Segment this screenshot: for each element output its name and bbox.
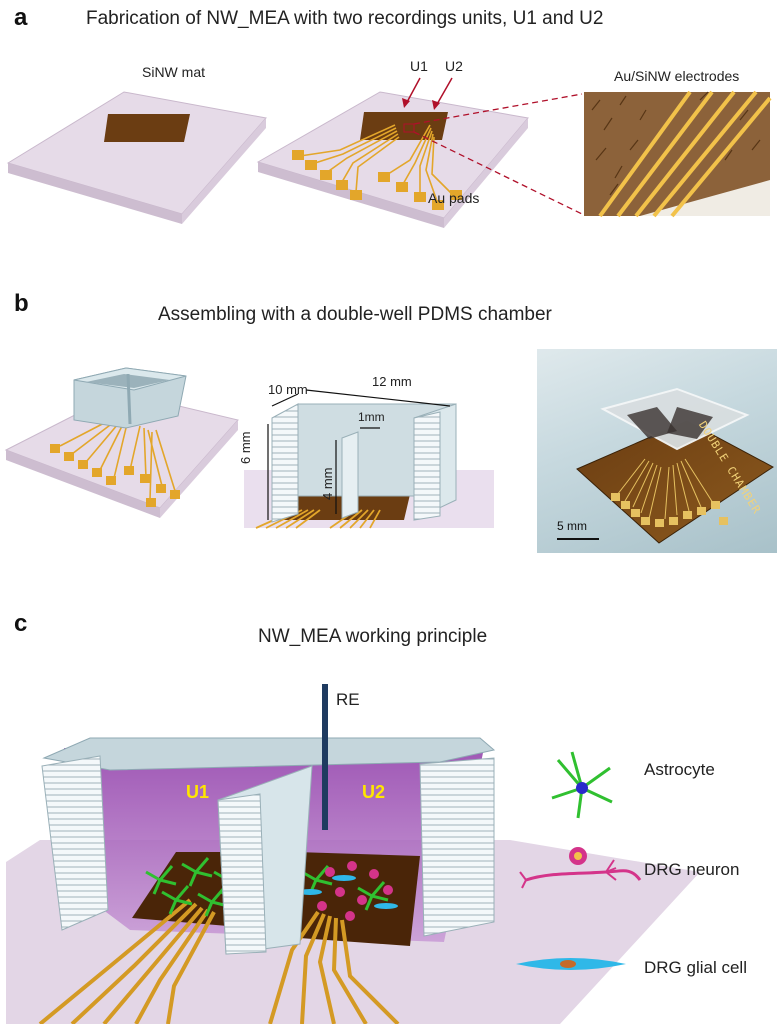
- electrodes-label: Au/SiNW electrodes: [614, 68, 740, 84]
- u2-label-a: U2: [445, 58, 463, 74]
- chamber-right-wall: [419, 757, 495, 937]
- assembled-chip: [4, 367, 239, 518]
- sinw-mat: [104, 114, 190, 142]
- dim-12mm: 12 mm: [372, 374, 412, 389]
- reference-electrode: [322, 684, 328, 830]
- panel-c-title: NW_MEA working principle: [258, 626, 488, 647]
- electrode-zoom-image: [584, 90, 772, 218]
- drg-cells-u2: [298, 861, 398, 921]
- chip-photo: DOUBLE CHAMBER 5 mm: [537, 349, 777, 553]
- u1-label-c: U1: [186, 782, 210, 802]
- dim-10mm: 10 mm: [268, 382, 308, 397]
- legend-astrocyte: Astrocyte: [644, 760, 715, 779]
- chamber-left-wall: [41, 755, 109, 931]
- scale-bar-label: 5 mm: [557, 519, 587, 533]
- substrate-electrodes: [256, 77, 583, 228]
- chamber-back-wall: [42, 737, 496, 771]
- glial-cell-icon: [516, 958, 626, 970]
- sinw-mat-label: SiNW mat: [142, 64, 205, 80]
- astrocyte-icon: [551, 751, 613, 819]
- panel-c-letter: c: [14, 610, 28, 637]
- legend-drg-glial-cell: DRG glial cell: [644, 958, 747, 977]
- u2-label-c: U2: [362, 782, 386, 802]
- chamber-cross-section: [244, 389, 494, 529]
- panel-b-title: Assembling with a double-well PDMS chamb…: [158, 304, 552, 325]
- panel-a-title: Fabrication of NW_MEA with two recording…: [86, 8, 604, 29]
- legend-drg-neuron: DRG neuron: [644, 860, 740, 879]
- dim-1mm: 1mm: [358, 410, 385, 424]
- panel-b-letter: b: [14, 290, 29, 317]
- panel-a-letter: a: [14, 4, 28, 31]
- u1-label-a: U1: [410, 58, 428, 74]
- drg-neuron-icon: [519, 847, 642, 889]
- substrate-sinw-mat: [6, 91, 267, 224]
- au-pads: [292, 150, 462, 210]
- gold-leads: [38, 898, 400, 1024]
- au-pads-label: Au pads: [428, 190, 480, 206]
- re-label: RE: [336, 690, 360, 709]
